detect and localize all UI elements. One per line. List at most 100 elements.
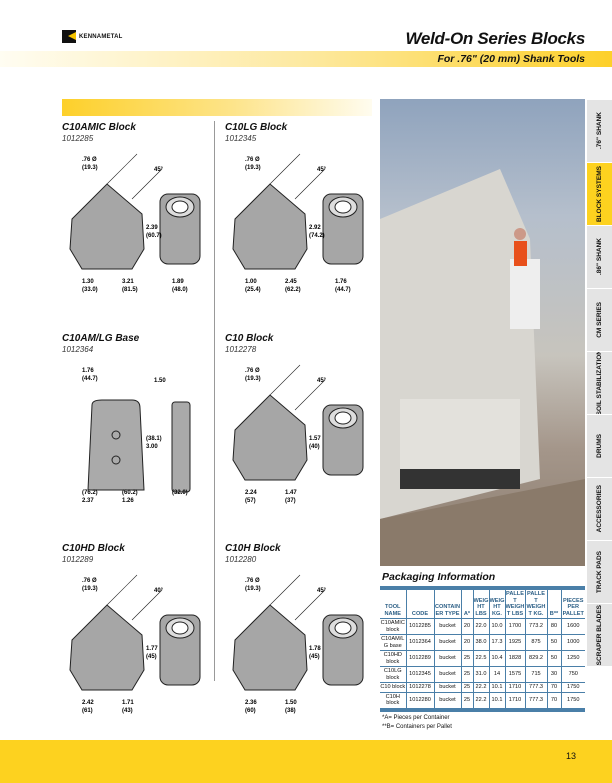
tab-drums[interactable]: DRUMS [587,415,612,477]
dimension-label: 1.50 [154,378,166,384]
table-cell: 25 [460,692,473,710]
tab-76-shank[interactable]: .76" SHANK [587,100,612,162]
table-cell: 773.2 [524,618,547,635]
dimension-label: 2.42 [82,700,94,706]
table-cell: 25 [460,666,473,683]
dimension-label: 3.21 [122,279,134,285]
table-cell: 1828 [504,650,525,667]
dimension-label: (81.5) [122,287,138,293]
dimension-label: (76.2) [82,490,98,496]
block-drawing: .76 Ø(19.3)40°1.77(45)2.42(61)1.71(43) [69,574,201,714]
column-header: PALLET WEIGHT LBS [504,588,525,619]
table-cell: 31.0 [472,666,489,683]
table-cell: 1700 [504,618,525,635]
table-cell: 1250 [560,650,585,667]
table-cell: 715 [524,666,547,683]
column-header: WEIGHT LBS [472,588,489,619]
dimension-label: 3.00 [146,444,158,450]
dimension-label: 45° [317,378,327,384]
tab-label: SCRAPER BLADES [596,604,603,666]
table-cell: 1012285 [405,618,434,635]
block-code: 1012364 [62,345,94,354]
column-header: TOOL NAME [380,588,406,619]
table-cell: 1750 [560,692,585,710]
block-code: 1012278 [225,345,257,354]
dimension-label: 2.92 [309,225,321,231]
page-subtitle: For .76" (20 mm) Shank Tools [437,53,585,65]
tab-label: TRACK PADS [596,550,603,594]
dimension-label: (40) [309,444,320,450]
dimension-label: 1.77 [146,646,158,652]
dimension-label: (25.4) [245,287,261,293]
dimension-label: (19.3) [82,586,98,592]
dimension-label: (32.0) [172,490,188,496]
block-code: 1012280 [225,555,257,564]
table-cell: 10.4 [488,650,505,667]
table-cell: bucket [433,618,461,635]
table-cell: 1012289 [405,650,434,667]
dimension-label: 1.47 [285,490,297,496]
column-header: PIECES PER PALLET [560,588,585,619]
logo-mark-icon [62,30,76,43]
table-cell: 22.5 [472,650,489,667]
table-cell: C10AM/LG base [380,634,406,651]
dimension-label: 45° [317,588,327,594]
tab-scraper-blades[interactable]: SCRAPER BLADES [587,604,612,666]
column-header: CONTAINER TYPE [433,588,461,619]
machine-photo [380,99,585,566]
tab-soil-stabilization[interactable]: SOIL STABILIZATION [587,352,612,414]
block-drawing: .76 Ø(19.3)45°2.39(60.7)1.30(33.0)3.21(8… [69,153,201,293]
tab-label: BLOCK SYSTEMS [596,166,603,222]
block-drawing: .76 Ø(19.3)45°1.78(45)2.36(60)1.50(38) [232,574,364,714]
table-cell: 20 [460,618,473,635]
dimension-label: 40° [154,588,164,594]
tab-86-shank[interactable]: .86" SHANK [587,226,612,288]
tab-accessories[interactable]: ACCESSORIES [587,478,612,540]
table-cell: 1012280 [405,692,434,710]
table-cell: 1000 [560,634,585,651]
dimension-label: (74.2) [309,233,325,239]
section-bar [62,99,372,116]
block-code: 1012345 [225,134,257,143]
table-cell: C10LG block [380,666,406,683]
footnote-a: *A= Pieces per Container [382,714,450,721]
column-header: CODE [405,588,434,619]
table-cell: 1012278 [405,682,434,693]
dimension-label: 1.89 [172,279,184,285]
dimension-label: (19.3) [82,165,98,171]
table-cell: C10 block [380,682,406,693]
table-cell: 10.1 [488,692,505,710]
tab-block-systems[interactable]: BLOCK SYSTEMS [587,163,612,225]
column-header: B** [546,588,561,619]
table-cell: 25 [460,650,473,667]
dimension-label: .76 Ø [82,157,97,163]
table-cell: bucket [433,634,461,651]
block-code: 1012285 [62,134,94,143]
column-divider [214,121,215,681]
block-name: C10HD Block [62,543,125,554]
page-number: 13 [566,751,577,761]
dimension-label: (38) [285,708,296,714]
dimension-label: (62.2) [285,287,301,293]
table-cell: C10AMIC block [380,618,406,635]
table-cell: C10H block [380,692,406,710]
dimension-label: 1.57 [309,436,321,442]
table-cell: 10.1 [488,682,505,693]
dimension-label: (61) [82,708,93,714]
tab-label: .86" SHANK [596,238,603,276]
dimension-label: (57) [245,498,256,504]
footnote-b: **B= Containers per Pallet [382,723,452,730]
tab-track-pads[interactable]: TRACK PADS [587,541,612,603]
tab-cm-series[interactable]: CM SERIES [587,289,612,351]
column-header: WEIGHT KG. [488,588,505,619]
table-cell: bucket [433,692,461,710]
dimension-label: (37) [285,498,296,504]
